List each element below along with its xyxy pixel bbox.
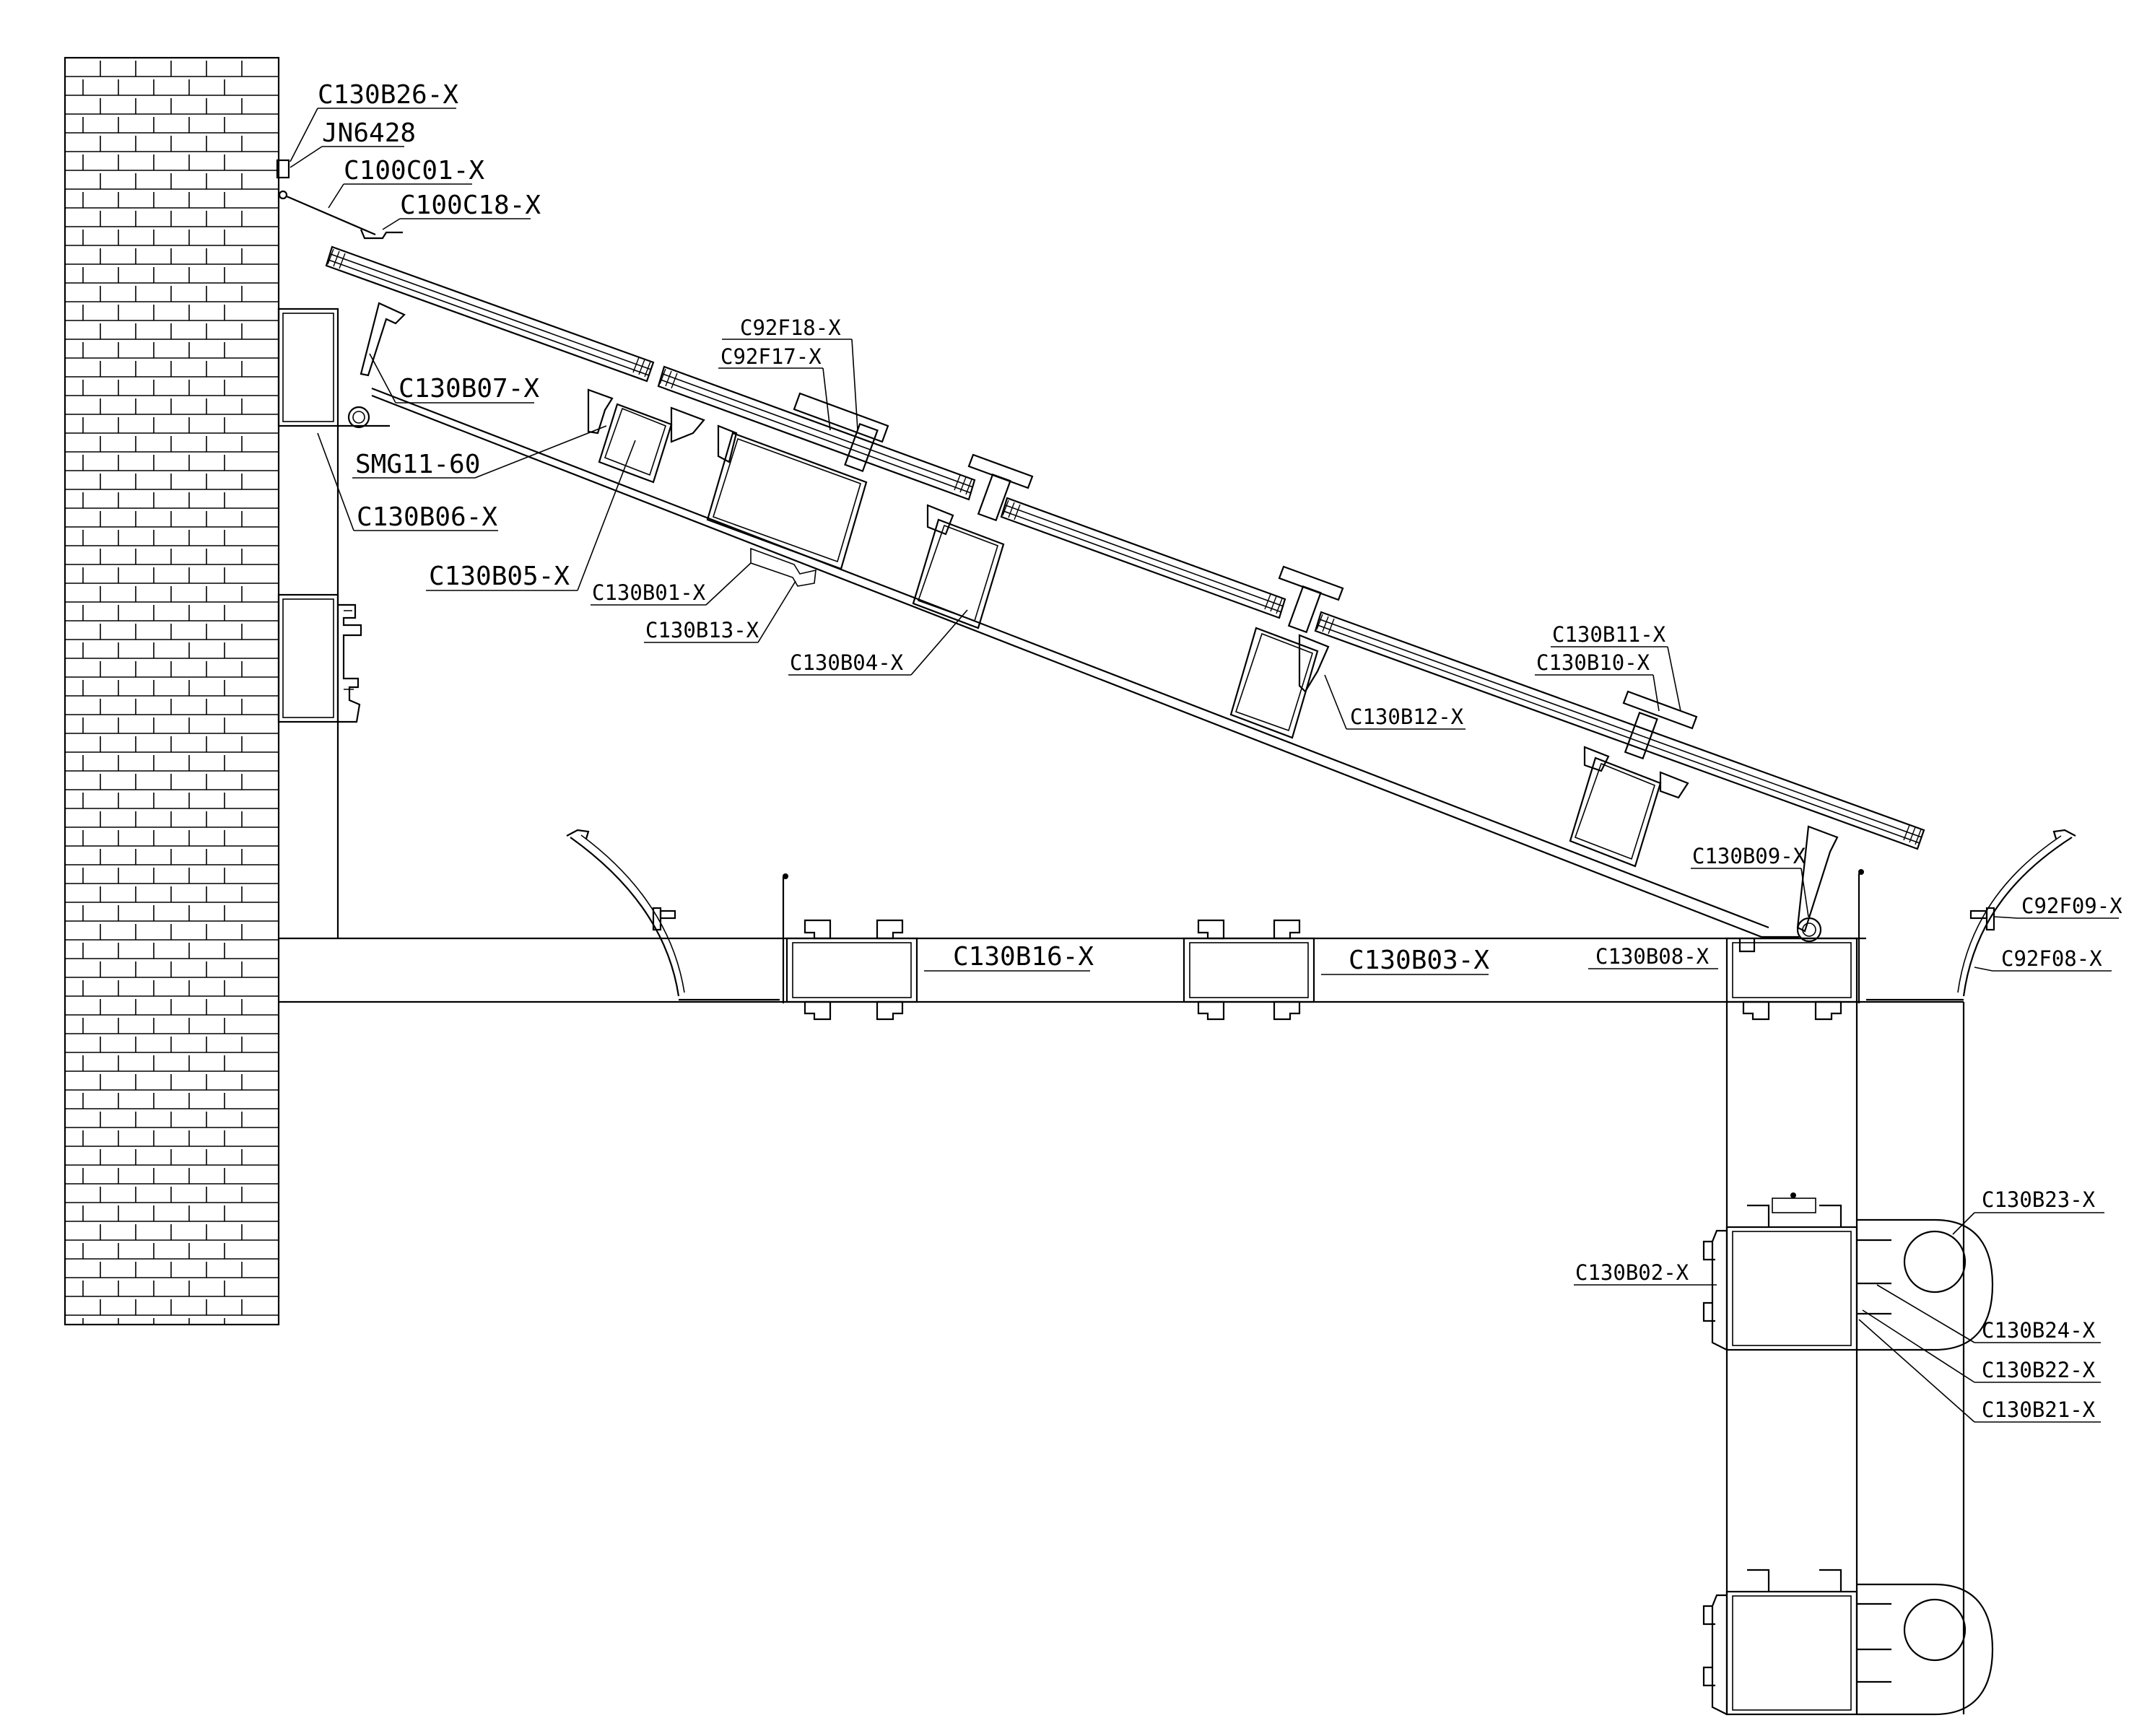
curved-gutter-left — [566, 829, 780, 1001]
rafter-tubes — [598, 403, 1662, 868]
label-smg1160: SMG11-60 — [355, 450, 480, 479]
transom-profile-b16 — [782, 873, 918, 1021]
brick-wall — [64, 56, 280, 1326]
leader-lines — [289, 108, 2119, 1423]
wall-post — [277, 426, 362, 938]
pressure-caps — [793, 392, 1698, 760]
horizontal-beam — [279, 937, 1964, 1003]
eave-node — [1761, 917, 1822, 943]
label-jn6428: JN6428 — [322, 118, 416, 148]
label-c130b23: C130B23-X — [1982, 1187, 2096, 1212]
label-c92f08: C92F08-X — [2001, 946, 2102, 971]
roof-glazing-main — [657, 365, 1925, 850]
label-c100c18: C100C18-X — [400, 191, 541, 220]
transom-profile-b08 — [1725, 869, 1864, 1021]
part-labels: C130B26-X JN6428 C100C01-X C100C18-X C92… — [318, 80, 2122, 1422]
label-c130b04: C130B04-X — [790, 650, 904, 675]
label-c130b12: C130B12-X — [1350, 705, 1464, 729]
label-c130b13: C130B13-X — [645, 618, 759, 642]
label-c130b01: C130B01-X — [592, 580, 706, 605]
right-post-lines — [1725, 1002, 1965, 1714]
label-c130b09: C130B09-X — [1692, 844, 1806, 868]
label-c130b10: C130B10-X — [1536, 650, 1650, 675]
rafter-brackets — [360, 302, 1839, 933]
wall-fixing-top — [276, 159, 403, 240]
roof-glazing-upper — [325, 245, 1769, 938]
label-c130b06: C130B06-X — [357, 502, 497, 532]
label-c130b26: C130B26-X — [318, 80, 458, 110]
label-c130b11: C130B11-X — [1552, 622, 1666, 647]
glass-edge-hatches — [327, 248, 1922, 845]
transom-profile-b03 — [1183, 919, 1315, 1021]
label-c130b05: C130B05-X — [429, 562, 570, 591]
mullion-profile-upper — [1702, 1192, 1994, 1351]
wall-support-box-upper — [277, 307, 390, 429]
label-c130b08: C130B08-X — [1595, 944, 1710, 969]
label-c92f18: C92F18-X — [740, 315, 841, 340]
label-c130b02: C130B02-X — [1575, 1260, 1689, 1285]
label-c92f17: C92F17-X — [720, 344, 822, 369]
label-c130b07: C130B07-X — [399, 374, 539, 404]
mullion-profile-lower — [1702, 1569, 1994, 1716]
label-c100c01: C100C01-X — [344, 156, 484, 186]
label-c130b24: C130B24-X — [1982, 1318, 2096, 1343]
label-c130b03: C130B03-X — [1349, 946, 1489, 975]
label-c92f09: C92F09-X — [2021, 894, 2122, 918]
label-c130b22: C130B22-X — [1982, 1358, 2096, 1382]
curved-gutter-right — [1866, 829, 2076, 1001]
label-c130b16: C130B16-X — [953, 942, 1094, 972]
label-c130b21: C130B21-X — [1982, 1397, 2096, 1422]
